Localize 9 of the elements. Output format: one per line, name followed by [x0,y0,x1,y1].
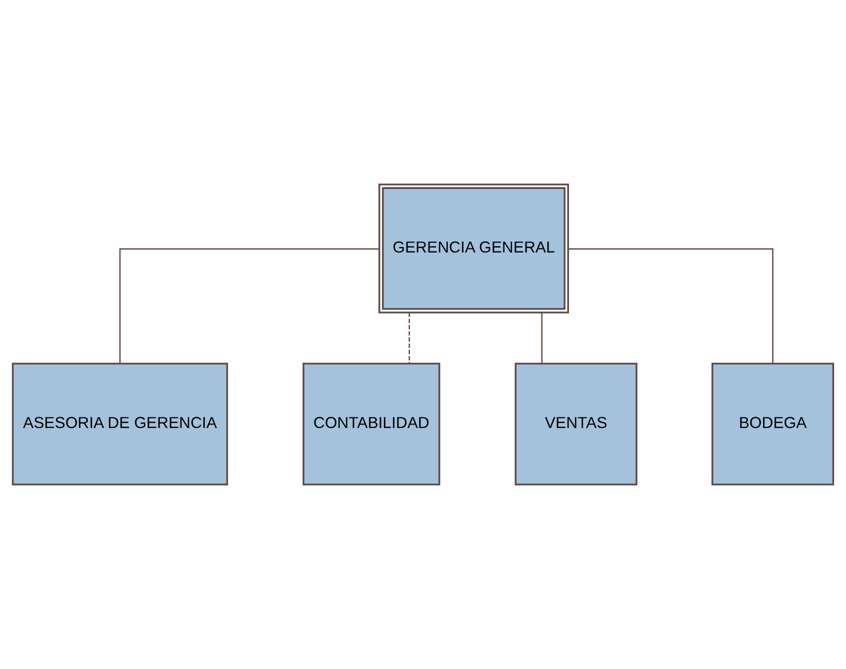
node-box: VENTAS [514,362,638,486]
node-box: ASESORIA DE GERENCIA [12,362,228,486]
connector [568,248,774,364]
node-box: BODEGA [711,362,834,486]
connector [119,248,380,364]
node-box: CONTABILIDAD [302,362,440,486]
connector [541,312,543,364]
connector [408,312,410,364]
node-box: GERENCIA GENERAL [378,184,569,314]
